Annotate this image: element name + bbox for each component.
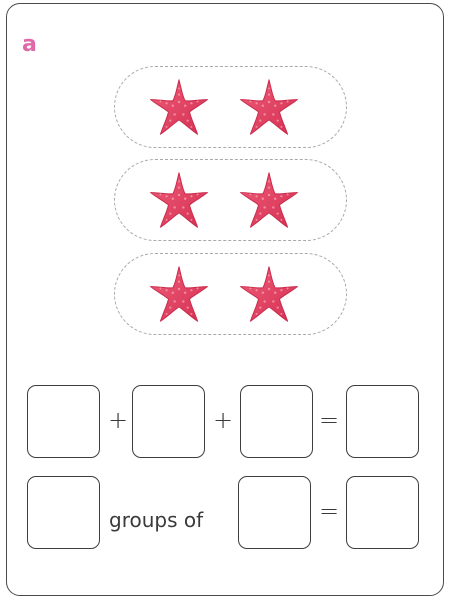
product-box[interactable]	[346, 476, 419, 549]
plus-sign: +	[108, 408, 128, 432]
part-label: a	[22, 34, 37, 56]
starfish-icon	[148, 76, 210, 138]
starfish-icon	[148, 169, 210, 231]
starfish-icon	[238, 169, 300, 231]
group-size-box[interactable]	[238, 476, 311, 549]
groups-count-box[interactable]	[27, 476, 100, 549]
addend-box-3[interactable]	[240, 385, 313, 458]
groups-of-text: groups of	[109, 510, 203, 530]
starfish-icon	[148, 263, 210, 325]
equals-sign: =	[319, 408, 339, 432]
addend-box-2[interactable]	[132, 385, 205, 458]
addend-box-1[interactable]	[27, 385, 100, 458]
sum-box[interactable]	[346, 385, 419, 458]
star-group-2	[114, 159, 347, 241]
star-group-3	[114, 253, 347, 335]
plus-sign: +	[213, 408, 233, 432]
star-group-1	[114, 66, 347, 148]
starfish-icon	[238, 76, 300, 138]
starfish-icon	[238, 263, 300, 325]
equals-sign: =	[319, 499, 339, 523]
